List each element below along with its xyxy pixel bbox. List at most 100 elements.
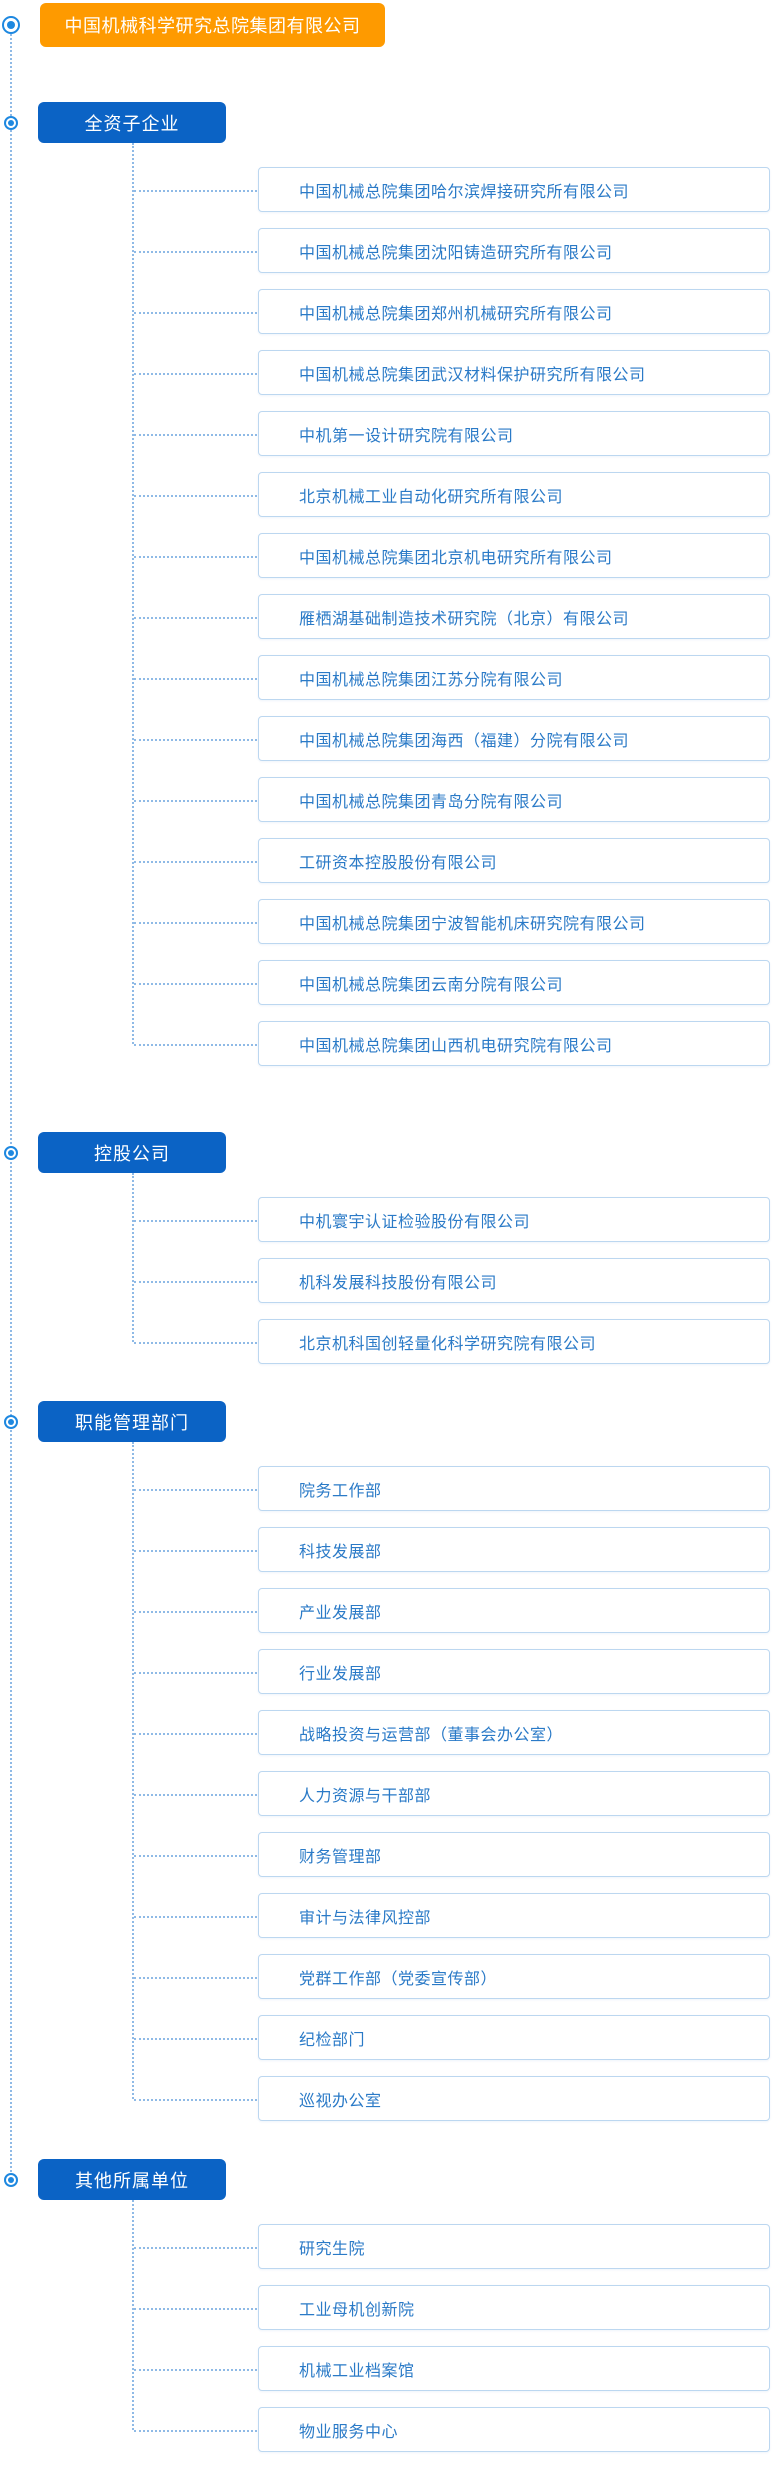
org-unit-item[interactable]: 中国机械总院集团沈阳铸造研究所有限公司: [134, 228, 770, 273]
org-unit-item[interactable]: 工业母机创新院: [134, 2285, 770, 2330]
org-unit-label: 行业发展部: [299, 1665, 382, 1683]
org-unit-label: 中国机械总院集团哈尔滨焊接研究所有限公司: [299, 183, 630, 201]
org-unit-item[interactable]: 物业服务中心: [134, 2407, 770, 2452]
org-unit-item[interactable]: 雁栖湖基础制造技术研究院（北京）有限公司: [134, 594, 770, 639]
org-unit-item[interactable]: 中国机械总院集团江苏分院有限公司: [134, 655, 770, 700]
section-children: 院务工作部科技发展部产业发展部行业发展部战略投资与运营部（董事会办公室） 人力资源…: [0, 1442, 779, 2121]
section-label: 职能管理部门: [75, 1412, 189, 1433]
org-section-1: 全资子企业 中国机械总院集团哈尔滨焊接研究所有限公司中国机械总院集团沈阳铸造研究…: [0, 102, 779, 1066]
org-unit-item[interactable]: 中国机械总院集团宁波智能机床研究院有限公司: [134, 899, 770, 944]
org-section-3: 职能管理部门 院务工作部科技发展部产业发展部行业发展部战略投资与运营部（董事会办…: [0, 1401, 779, 2121]
bullet-icon: [4, 1414, 18, 1429]
org-unit-item[interactable]: 中国机械总院集团武汉材料保护研究所有限公司: [134, 350, 770, 395]
org-unit-item[interactable]: 中国机械总院集团云南分院有限公司: [134, 960, 770, 1005]
section-head: 职能管理部门: [0, 1401, 779, 1442]
org-unit-label: 院务工作部: [299, 1482, 382, 1500]
org-unit-item[interactable]: 中机第一设计研究院有限公司: [134, 411, 770, 456]
org-section-2: 控股公司 中机寰宇认证检验股份有限公司机科发展科技股份有限公司北京机科国创轻量化…: [0, 1132, 779, 1364]
org-unit-label: 人力资源与干部部: [299, 1787, 432, 1805]
section-head: 控股公司: [0, 1132, 779, 1173]
root-company-node[interactable]: 中国机械科学研究总院集团有限公司: [40, 3, 385, 47]
section-header-node[interactable]: 其他所属单位: [38, 2159, 226, 2200]
org-unit-item[interactable]: 北京机械工业自动化研究所有限公司: [134, 472, 770, 517]
org-unit-item[interactable]: 中国机械总院集团哈尔滨焊接研究所有限公司: [134, 167, 770, 212]
org-unit-label: 北京机科国创轻量化科学研究院有限公司: [299, 1335, 597, 1353]
org-unit-label: 研究生院: [299, 2240, 366, 2258]
root-node: 中国机械科学研究总院集团有限公司: [0, 3, 779, 47]
section-connector-line: [132, 1173, 134, 1342]
org-unit-item[interactable]: 研究生院: [134, 2224, 770, 2269]
section-children: 研究生院工业母机创新院机械工业档案馆物业服务中心: [0, 2200, 779, 2452]
section-label: 全资子企业: [84, 113, 180, 134]
org-unit-item[interactable]: 科技发展部: [134, 1527, 770, 1572]
org-unit-item[interactable]: 机科发展科技股份有限公司: [134, 1258, 770, 1303]
org-unit-label: 产业发展部: [299, 1604, 382, 1622]
org-unit-label: 党群工作部（党委宣传部）: [299, 1970, 498, 1988]
org-unit-label: 中国机械总院集团江苏分院有限公司: [299, 671, 564, 689]
org-unit-item[interactable]: 中机寰宇认证检验股份有限公司: [134, 1197, 770, 1242]
org-unit-label: 中国机械总院集团宁波智能机床研究院有限公司: [299, 915, 646, 933]
org-unit-label: 中国机械总院集团青岛分院有限公司: [299, 793, 564, 811]
section-connector-line: [132, 1442, 134, 2099]
org-unit-item[interactable]: 党群工作部（党委宣传部）: [134, 1954, 770, 1999]
section-label: 其他所属单位: [75, 2170, 189, 2191]
bullet-dot-icon: [8, 2176, 14, 2183]
org-unit-item[interactable]: 北京机科国创轻量化科学研究院有限公司: [134, 1319, 770, 1364]
org-unit-label: 物业服务中心: [299, 2423, 399, 2441]
org-unit-label: 科技发展部: [299, 1543, 382, 1561]
org-unit-label: 中国机械总院集团沈阳铸造研究所有限公司: [299, 244, 613, 262]
org-unit-item[interactable]: 中国机械总院集团海西（福建）分院有限公司: [134, 716, 770, 761]
org-unit-item[interactable]: 财务管理部: [134, 1832, 770, 1877]
bullet-dot-icon: [8, 1149, 14, 1156]
section-header-node[interactable]: 职能管理部门: [38, 1401, 226, 1442]
org-unit-label: 工研资本控股股份有限公司: [299, 854, 498, 872]
org-unit-label: 雁栖湖基础制造技术研究院（北京）有限公司: [299, 610, 630, 628]
section-head: 全资子企业: [0, 102, 779, 143]
org-unit-label: 中国机械总院集团郑州机械研究所有限公司: [299, 305, 613, 323]
org-unit-item[interactable]: 巡视办公室: [134, 2076, 770, 2121]
section-connector-line: [132, 143, 134, 1044]
org-unit-label: 中机第一设计研究院有限公司: [299, 427, 514, 445]
org-unit-item[interactable]: 行业发展部: [134, 1649, 770, 1694]
org-unit-item[interactable]: 机械工业档案馆: [134, 2346, 770, 2391]
org-unit-item[interactable]: 纪检部门: [134, 2015, 770, 2060]
org-unit-item[interactable]: 工研资本控股股份有限公司: [134, 838, 770, 883]
org-unit-label: 中国机械总院集团武汉材料保护研究所有限公司: [299, 366, 646, 384]
org-unit-item[interactable]: 人力资源与干部部: [134, 1771, 770, 1816]
org-unit-label: 审计与法律风控部: [299, 1909, 432, 1927]
bullet-icon: [4, 115, 18, 130]
org-unit-label: 北京机械工业自动化研究所有限公司: [299, 488, 564, 506]
org-unit-label: 机械工业档案馆: [299, 2362, 415, 2380]
org-unit-item[interactable]: 中国机械总院集团郑州机械研究所有限公司: [134, 289, 770, 334]
org-unit-item[interactable]: 审计与法律风控部: [134, 1893, 770, 1938]
org-unit-label: 中国机械总院集团山西机电研究院有限公司: [299, 1037, 613, 1055]
org-unit-label: 纪检部门: [299, 2031, 366, 2049]
org-unit-item[interactable]: 中国机械总院集团北京机电研究所有限公司: [134, 533, 770, 578]
org-unit-label: 财务管理部: [299, 1848, 382, 1866]
trunk-connector-line: [10, 34, 12, 2180]
section-children: 中机寰宇认证检验股份有限公司机科发展科技股份有限公司北京机科国创轻量化科学研究院…: [0, 1173, 779, 1364]
section-header-node[interactable]: 全资子企业: [38, 102, 226, 143]
org-unit-label: 巡视办公室: [299, 2092, 382, 2110]
bullet-dot-icon: [8, 1418, 14, 1425]
bullet-dot-icon: [7, 21, 15, 29]
org-unit-label: 中国机械总院集团北京机电研究所有限公司: [299, 549, 613, 567]
bullet-icon: [2, 16, 20, 34]
section-header-node[interactable]: 控股公司: [38, 1132, 226, 1173]
section-connector-line: [132, 2200, 134, 2430]
org-unit-label: 中国机械总院集团海西（福建）分院有限公司: [299, 732, 630, 750]
org-unit-item[interactable]: 产业发展部: [134, 1588, 770, 1633]
section-children: 中国机械总院集团哈尔滨焊接研究所有限公司中国机械总院集团沈阳铸造研究所有限公司中…: [0, 143, 779, 1066]
sections-container: 全资子企业 中国机械总院集团哈尔滨焊接研究所有限公司中国机械总院集团沈阳铸造研究…: [0, 102, 779, 2452]
bullet-icon: [4, 1145, 18, 1160]
org-unit-label: 工业母机创新院: [299, 2301, 415, 2319]
org-unit-label: 机科发展科技股份有限公司: [299, 1274, 498, 1292]
org-unit-label: 战略投资与运营部（董事会办公室）: [299, 1726, 564, 1744]
bullet-dot-icon: [8, 119, 14, 126]
org-unit-item[interactable]: 院务工作部: [134, 1466, 770, 1511]
org-unit-label: 中机寰宇认证检验股份有限公司: [299, 1213, 531, 1231]
org-unit-item[interactable]: 中国机械总院集团青岛分院有限公司: [134, 777, 770, 822]
org-unit-item[interactable]: 战略投资与运营部（董事会办公室）: [134, 1710, 770, 1755]
org-unit-item[interactable]: 中国机械总院集团山西机电研究院有限公司: [134, 1021, 770, 1066]
